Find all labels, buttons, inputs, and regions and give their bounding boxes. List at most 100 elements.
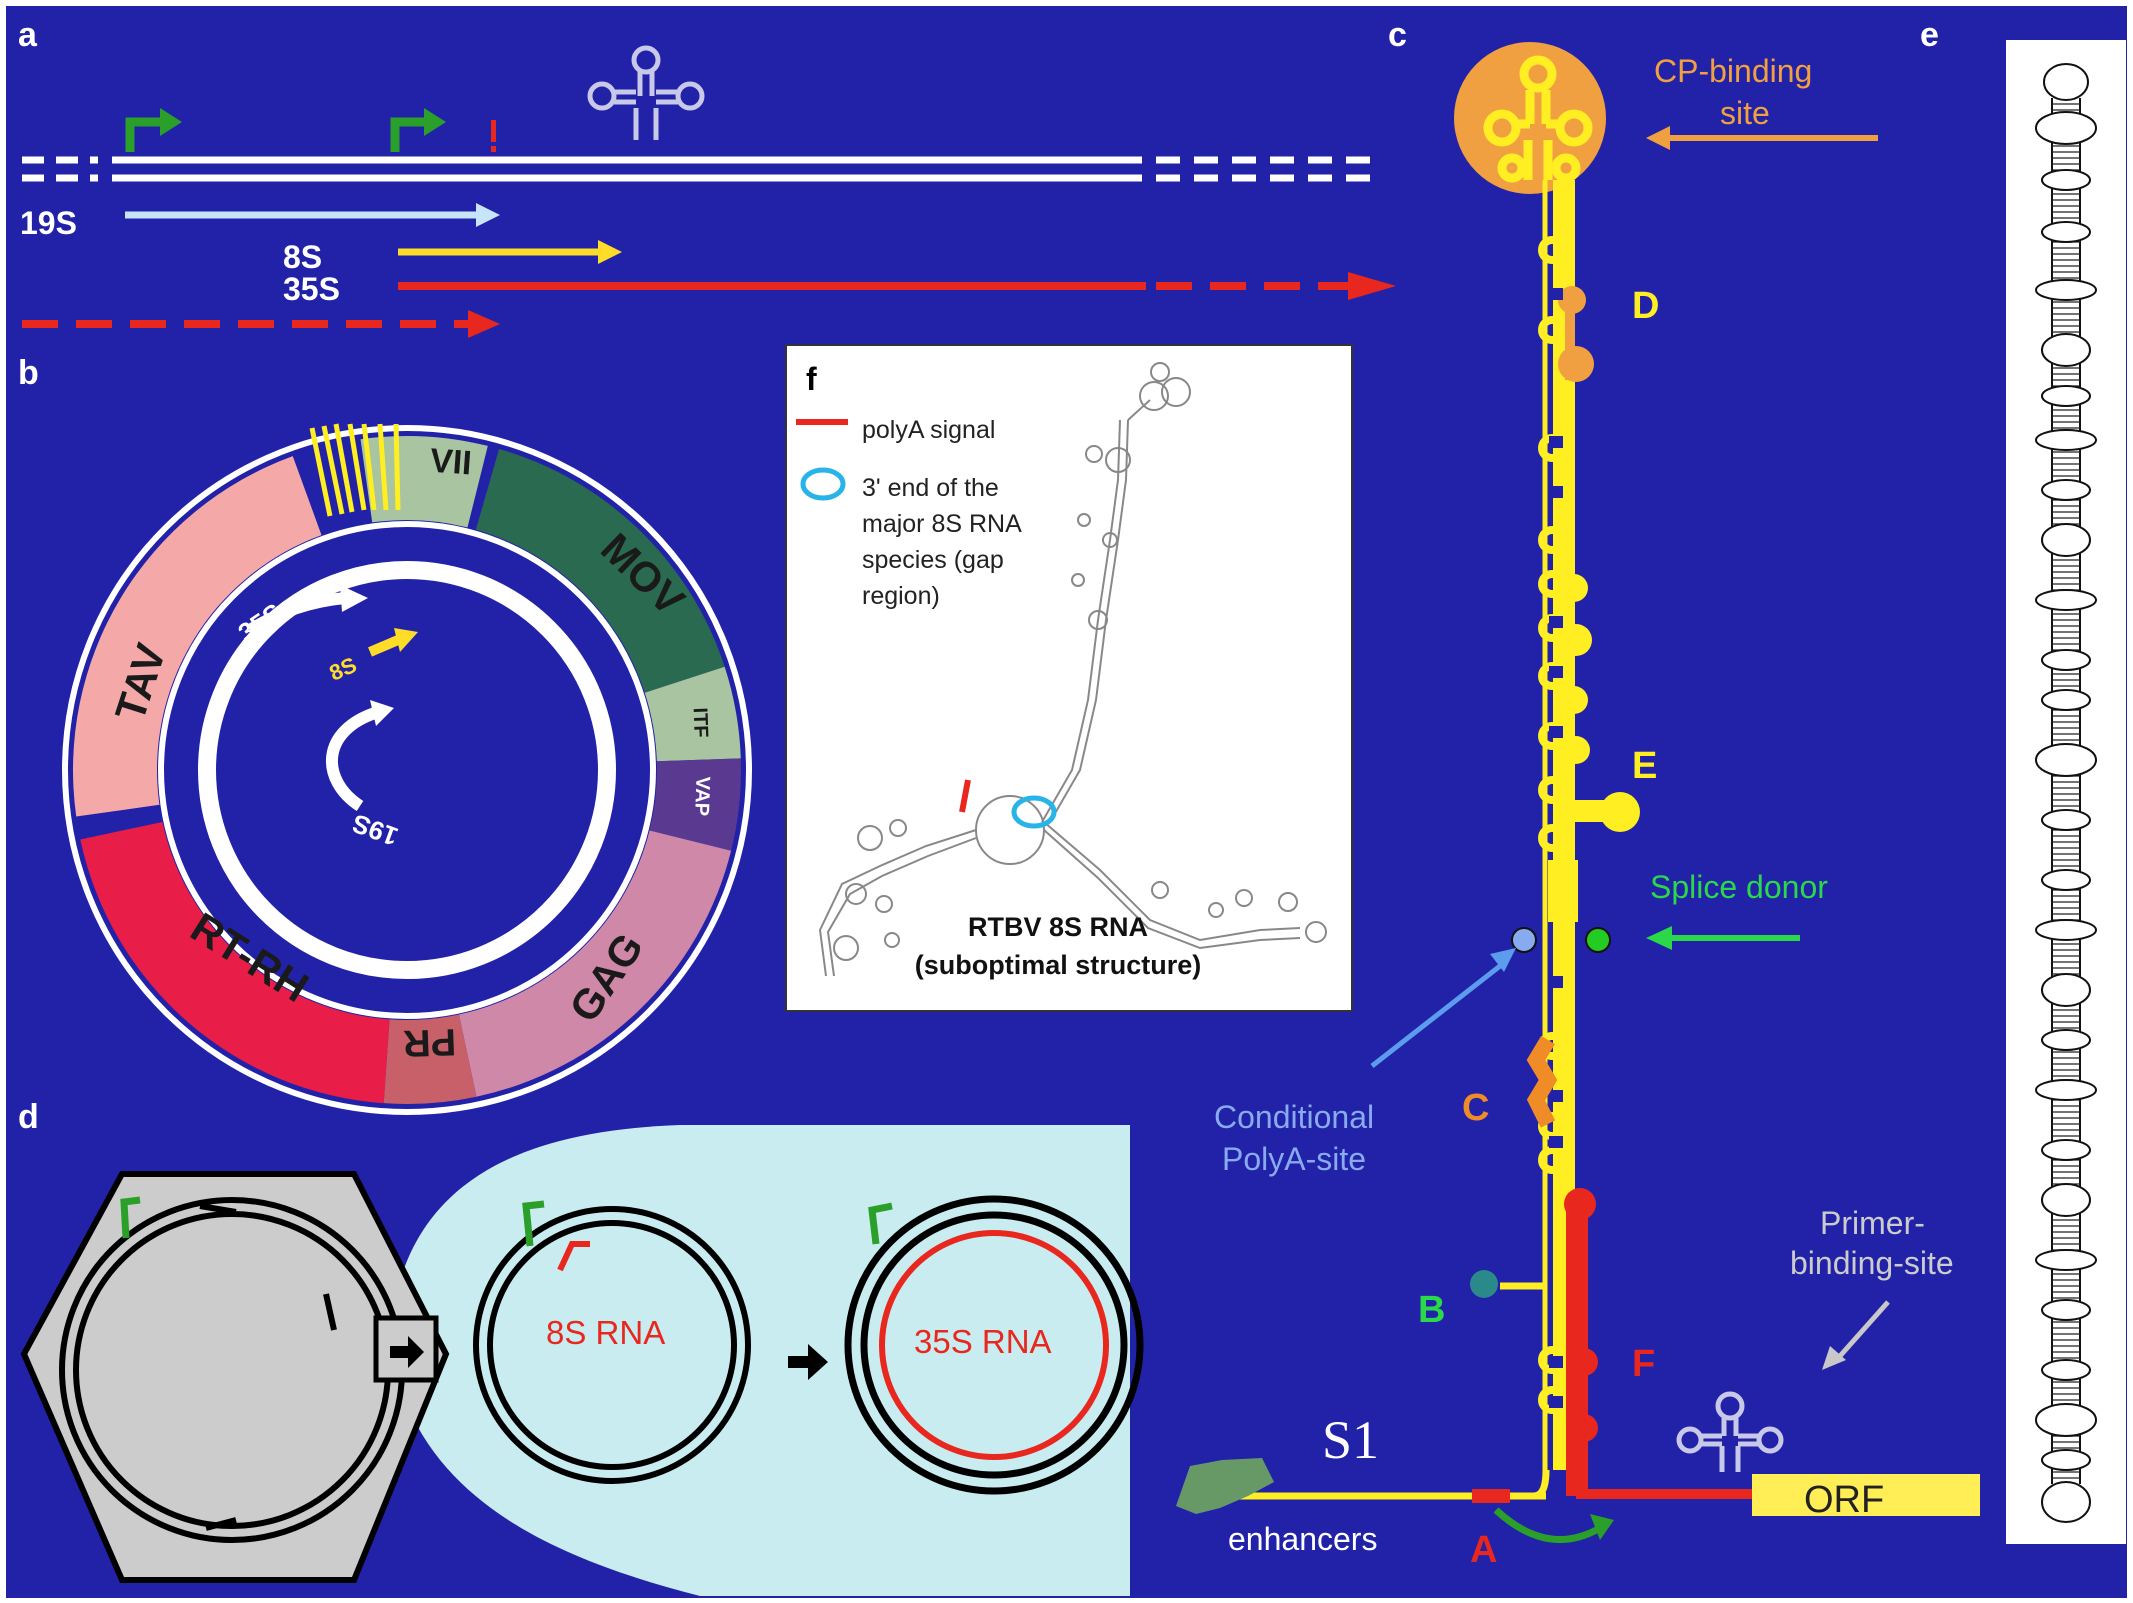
primer-site-label-1: Primer- <box>1820 1205 1925 1241</box>
promoter-arrow-icon <box>125 117 165 152</box>
transcript-35s-continued-arrowhead <box>468 310 500 338</box>
hairpin-internal-loop <box>2041 649 2091 671</box>
primer-pointer-line <box>1838 1300 1890 1358</box>
genome-dashed-left <box>22 156 98 182</box>
panel-d: 8S RNA 35S RNA <box>20 1125 1144 1596</box>
genome-inner-ring-outer <box>158 521 656 1019</box>
bulge-f-1 <box>1564 1188 1596 1220</box>
hairpin-structure <box>2035 63 2097 1523</box>
orf-segment-vap <box>649 758 741 851</box>
conditional-polya-label-1: Conditional <box>1214 1099 1374 1135</box>
orf-box <box>1752 1474 1980 1516</box>
virion-gap-mark <box>199 1203 237 1215</box>
hairpin-internal-loop <box>2041 1183 2091 1217</box>
s1-label: S1 <box>1322 1410 1379 1470</box>
transcript-35s-arrowhead <box>1348 272 1396 300</box>
hairpin-internal-loop <box>2041 1359 2091 1381</box>
region-b-loop <box>1470 1270 1498 1298</box>
hairpin-internal-loop <box>2041 809 2091 831</box>
hairpin-internal-loop <box>2041 169 2091 191</box>
hairpin-internal-loop <box>2041 221 2091 243</box>
transcript-8s-arrow-head <box>394 628 418 652</box>
transcript-8s-label: 8S <box>283 239 322 275</box>
orf-segment-tav <box>73 456 322 817</box>
35s-rna-circle <box>879 1230 1109 1460</box>
hairpin-internal-loop <box>2041 385 2091 407</box>
conditional-polya-arrowhead <box>1490 948 1516 972</box>
orf-segment-itf <box>644 666 741 762</box>
rna-secondary-structure <box>818 362 1327 977</box>
hairpin-internal-loop <box>2035 743 2097 777</box>
shunt-arrowhead-icon <box>1590 1514 1614 1540</box>
35s-dna-circle-outer <box>844 1195 1144 1495</box>
legend-polya-label: polyA signal <box>862 416 995 444</box>
orf-label: ORF <box>1804 1479 1884 1521</box>
orf-label-vii: VII <box>429 442 473 483</box>
polya-signal-mark <box>959 779 971 813</box>
virion-promoter-icon <box>120 1196 141 1239</box>
region-d-label: D <box>1632 285 1659 327</box>
stem-wide-e <box>1548 860 1578 922</box>
primer-site-label-2: binding-site <box>1790 1245 1954 1281</box>
splice-donor-dot <box>1585 927 1611 953</box>
35s-promoter-icon <box>868 1202 893 1245</box>
panel-f-title-line-1: RTBV 8S RNA <box>968 912 1148 942</box>
transcript-35s-arc-arrowhead <box>340 585 368 612</box>
conditional-polya-label-2: PolyA-site <box>1222 1141 1366 1177</box>
hairpin-internal-loop <box>2035 1249 2097 1271</box>
hairpin-internal-loop <box>2035 279 2097 301</box>
legend-3end-line-1: 3' end of the <box>862 474 999 502</box>
transcript-8s-arrow <box>368 635 400 657</box>
orf-segment-vii <box>360 435 488 528</box>
polya-signal-icon <box>491 120 496 142</box>
hairpin-internal-loop <box>2041 333 2091 367</box>
orf-label-vap: VAP <box>690 776 713 816</box>
panel-f-box <box>785 344 1353 1012</box>
leader-turn <box>1533 1469 1550 1500</box>
panel-label-c: c <box>1388 16 1407 54</box>
hairpin-internal-loop <box>2035 111 2097 145</box>
region-c-orange <box>1526 1035 1558 1128</box>
hairpin-internal-loop <box>2035 589 2097 611</box>
transcript-8s-arrowhead <box>598 240 622 264</box>
8s-rna-start-icon <box>557 1241 590 1272</box>
polya-signal-dot-icon <box>491 146 496 152</box>
transition-arrow-icon <box>788 1344 828 1380</box>
legend-3end-line-4: region) <box>862 582 940 610</box>
three-prime-end-mark <box>1011 795 1057 829</box>
legend-3end-line-2: major 8S RNA <box>862 510 1022 538</box>
promoter-arrowhead-icon <box>160 108 182 136</box>
hairpin-internal-loop <box>2041 689 2091 711</box>
conditional-polya-pointer <box>1370 964 1502 1068</box>
panel-a: 19S 8S 35S <box>20 45 1396 338</box>
rna-35s-label: 35S RNA <box>914 1323 1052 1360</box>
stem-gap-marks <box>1549 288 1563 1408</box>
stem-band-e <box>1560 800 1620 822</box>
promoter-arrowhead-icon <box>424 108 446 136</box>
shunt-arrow-icon <box>1493 1507 1602 1543</box>
panel-label-d: d <box>18 1098 39 1136</box>
panel-f: f polyA signal 3' end of the major 8S RN… <box>785 344 1353 1012</box>
cp-site-label-1: CP-binding <box>1654 53 1812 89</box>
hairpin-internal-loop <box>2041 869 2091 891</box>
orf-segment-rtrh <box>80 821 390 1104</box>
orf-segment-gag <box>458 830 732 1097</box>
region-b-label: B <box>1418 1289 1445 1331</box>
region-e-label: E <box>1632 745 1657 787</box>
panel-label-a: a <box>18 16 38 54</box>
cp-site-arrowhead <box>1646 126 1670 150</box>
cp-site-label-2: site <box>1720 95 1770 131</box>
bulge-d-2 <box>1558 346 1594 382</box>
panel-label-f: f <box>806 361 817 397</box>
transcript-19s-arrowhead <box>370 700 394 726</box>
hairpin-top-loop <box>2043 63 2089 101</box>
transcript-19s-label: 19S <box>20 205 77 241</box>
bulge-e-2 <box>1560 624 1592 656</box>
transcript-19s-arc <box>325 706 380 812</box>
panel-f-title-line-2: (suboptimal structure) <box>915 950 1202 980</box>
8s-promoter-icon <box>522 1200 545 1247</box>
hairpin-internal-loop <box>2041 523 2091 557</box>
transcript-19s-arrowhead <box>476 203 500 227</box>
bulge-f-3 <box>1570 1414 1598 1442</box>
